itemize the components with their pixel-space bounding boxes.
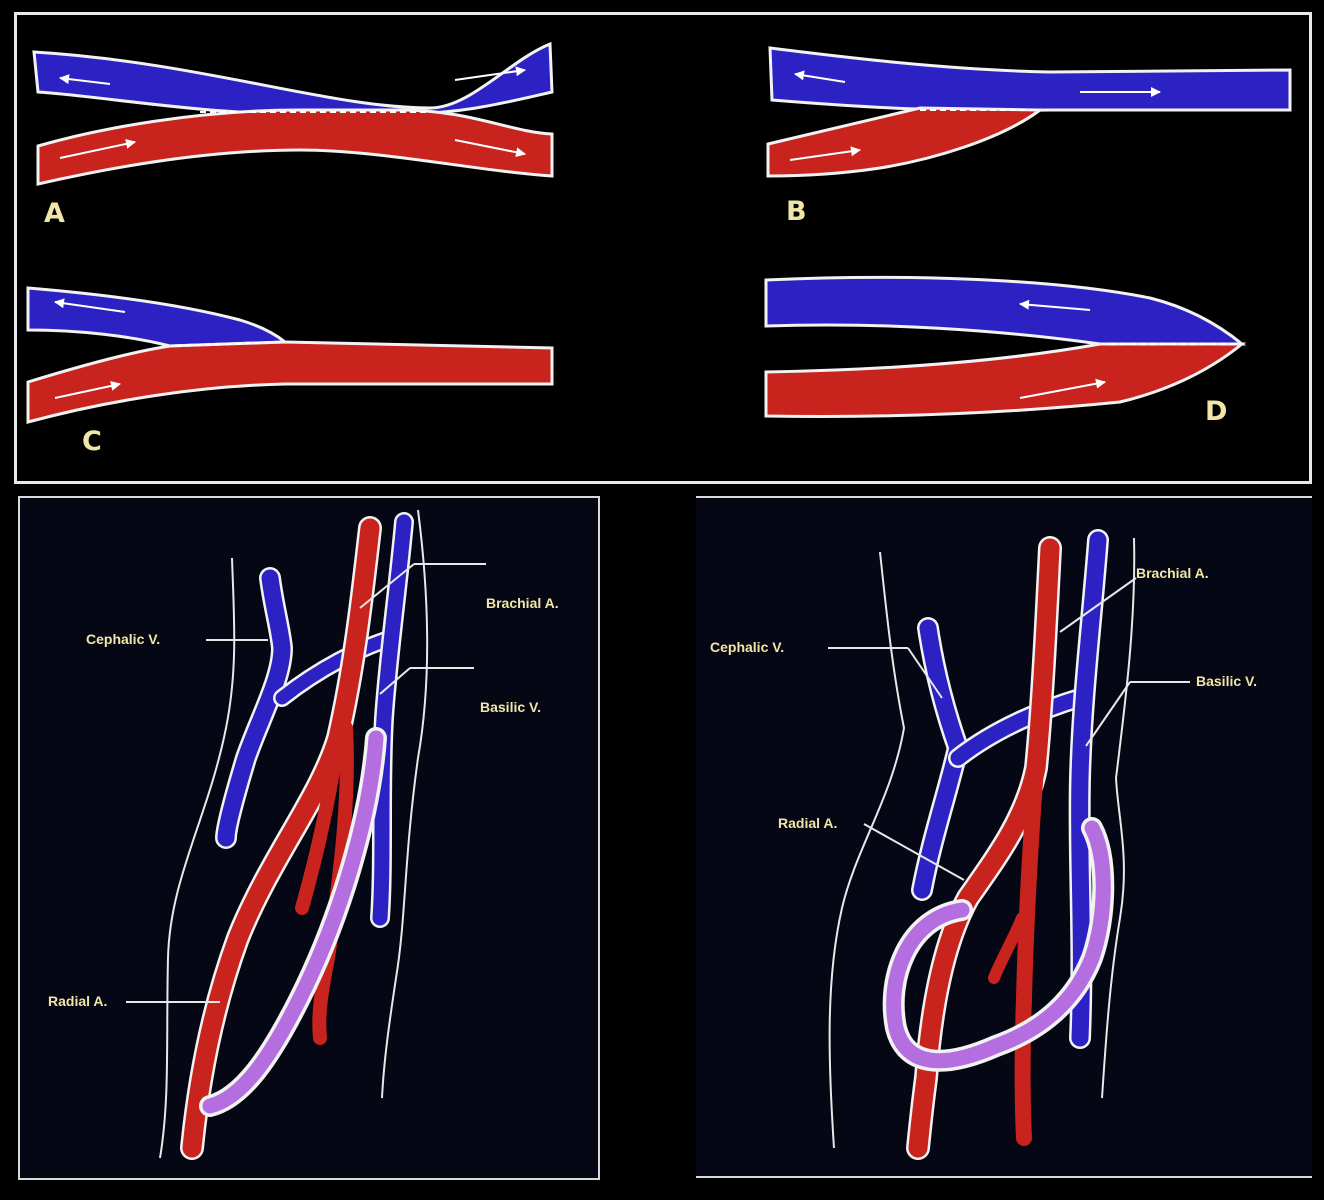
interosseous-artery xyxy=(988,912,1028,984)
diagram-a-side-to-side: A xyxy=(32,41,554,229)
artery-a xyxy=(36,108,554,186)
diagram-c-end-to-side: C xyxy=(26,286,554,457)
label-c: C xyxy=(82,426,102,457)
median-cubital-vein xyxy=(950,690,1088,766)
arm-outline-right xyxy=(1101,537,1136,1099)
radial-label: Radial A. xyxy=(778,815,837,831)
vein-c xyxy=(26,286,290,348)
forearm-straight-graft-svg: Cephalic V. Brachial A. Basilic V. Radia… xyxy=(48,509,559,1160)
artery-c xyxy=(26,340,554,424)
basilic-label: Basilic V. xyxy=(480,699,541,715)
vein-b xyxy=(768,46,1292,113)
arm-outline-left xyxy=(159,557,236,1159)
brachial-radial-artery xyxy=(908,538,1060,1158)
diagram-b-side-to-end: B xyxy=(766,46,1292,227)
median-cubital-vein xyxy=(275,631,399,705)
basilic-vein xyxy=(1071,531,1107,1047)
arm-outline-right xyxy=(381,509,429,1099)
basilic-vein xyxy=(372,514,412,926)
vein-a xyxy=(32,41,554,116)
radial-label: Radial A. xyxy=(48,993,107,1009)
diagram-d-end-to-end: D xyxy=(764,275,1247,427)
vein-d xyxy=(764,275,1247,346)
straight-graft xyxy=(202,730,384,1114)
loop-graft xyxy=(886,820,1111,1069)
radial-leader xyxy=(863,823,965,881)
brachial-label: Brachial A. xyxy=(1136,565,1209,581)
forearm-loop-graft-svg: Cephalic V. Brachial A. Basilic V. Radia… xyxy=(710,529,1257,1160)
label-b: B xyxy=(786,196,807,227)
cephalic-label: Cephalic V. xyxy=(86,631,160,647)
brachial-radial-artery xyxy=(182,518,380,1158)
basilic-label: Basilic V. xyxy=(1196,673,1257,689)
forearm-straight-graft-panel: Cephalic V. Brachial A. Basilic V. Radia… xyxy=(18,496,600,1180)
cephalic-vein xyxy=(217,569,291,847)
label-a: A xyxy=(44,198,65,229)
brachial-label: Brachial A. xyxy=(486,595,559,611)
forearm-loop-graft-panel: Cephalic V. Brachial A. Basilic V. Radia… xyxy=(696,496,1312,1178)
brachial-leader xyxy=(1059,577,1137,633)
interosseous-artery xyxy=(295,731,345,915)
ulnar-artery xyxy=(1014,760,1044,1146)
artery-d xyxy=(764,342,1247,418)
artery-b xyxy=(766,106,1045,178)
label-d: D xyxy=(1205,396,1227,427)
cephalic-label: Cephalic V. xyxy=(710,639,784,655)
arm-outline-left xyxy=(828,551,906,1149)
